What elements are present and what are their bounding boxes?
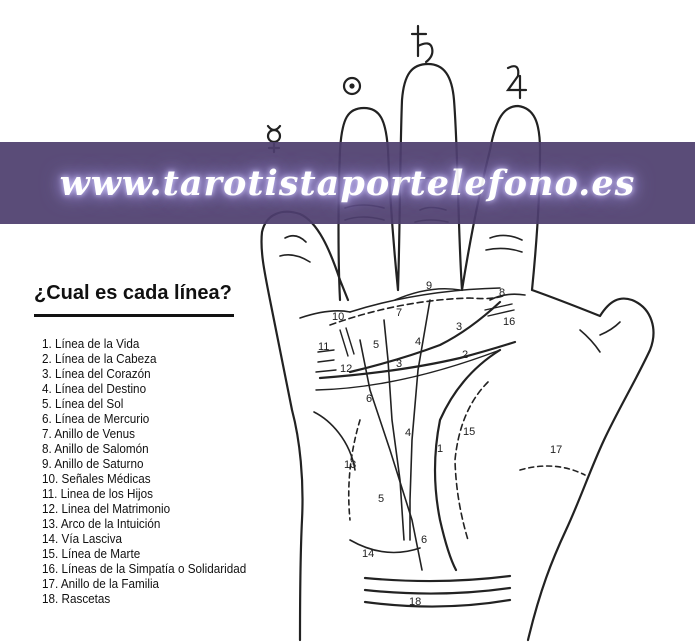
palm-label-4: 4: [415, 336, 421, 348]
legend-item: 8. Anillo de Salomón: [42, 441, 149, 456]
legend-item: 17. Anillo de la Familia: [42, 576, 160, 591]
legend-item: 15. Línea de Marte: [42, 546, 141, 561]
saturn-icon: [410, 24, 434, 64]
legend-item: 10. Señales Médicas: [42, 471, 151, 486]
legend-item: 6. Línea de Mercurio: [42, 411, 150, 426]
palm-label-2: 2: [462, 349, 468, 361]
palm-label-6b: 6: [421, 534, 427, 546]
sun-icon: [342, 76, 362, 96]
title-underline: [34, 314, 234, 317]
legend-item: 1. Línea de la Vida: [42, 336, 140, 351]
palm-label-14: 14: [362, 548, 374, 560]
legend-item: 9. Anillo de Saturno: [42, 456, 144, 471]
lines-legend: 1. Línea de la Vida 2. Línea de la Cabez…: [42, 336, 269, 606]
website-url: www.tarotistaportelefono.es: [59, 162, 636, 204]
palm-label-12: 12: [340, 363, 352, 375]
palm-label-3b: 3: [396, 358, 402, 370]
palm-label-6: 6: [366, 393, 372, 405]
palm-label-7: 7: [396, 307, 402, 319]
legend-item: 13. Arco de la Intuición: [42, 516, 161, 531]
palm-label-8: 8: [499, 287, 505, 299]
palm-label-17: 17: [550, 444, 562, 456]
website-banner: www.tarotistaportelefono.es: [0, 142, 695, 224]
palm-label-18: 18: [409, 596, 421, 608]
palm-label-15: 15: [463, 426, 475, 438]
legend-title: ¿Cual es cada línea?: [34, 282, 232, 304]
legend-item: 4. Línea del Destino: [42, 381, 147, 396]
palm-label-9: 9: [426, 280, 432, 292]
legend-item: 2. Línea de la Cabeza: [42, 351, 157, 366]
legend-item: 3. Línea del Corazón: [42, 366, 151, 381]
legend-item: 11. Linea de los Hijos: [42, 486, 154, 501]
hand-outline: [260, 62, 655, 642]
palm-label-10: 10: [332, 311, 344, 323]
legend-item: 18. Rascetas: [42, 591, 111, 606]
palm-label-3: 3: [456, 321, 462, 333]
jupiter-icon: [505, 65, 528, 100]
palm-label-4b: 4: [405, 427, 411, 439]
palm-label-5b: 5: [378, 493, 384, 505]
palm-label-5: 5: [373, 339, 379, 351]
legend-item: 7. Anillo de Venus: [42, 426, 136, 441]
legend-item: 16. Líneas de la Simpatía o Solidaridad: [42, 561, 247, 576]
palm-label-16: 16: [503, 316, 515, 328]
legend-item: 5. Línea del Sol: [42, 396, 124, 411]
palm-label-13: 13: [344, 459, 356, 471]
legend-item: 14. Vía Lasciva: [42, 531, 123, 546]
palm-label-11: 11: [318, 341, 329, 353]
palm-label-1: 1: [437, 443, 443, 455]
legend-item: 12. Linea del Matrimonio: [42, 501, 171, 516]
